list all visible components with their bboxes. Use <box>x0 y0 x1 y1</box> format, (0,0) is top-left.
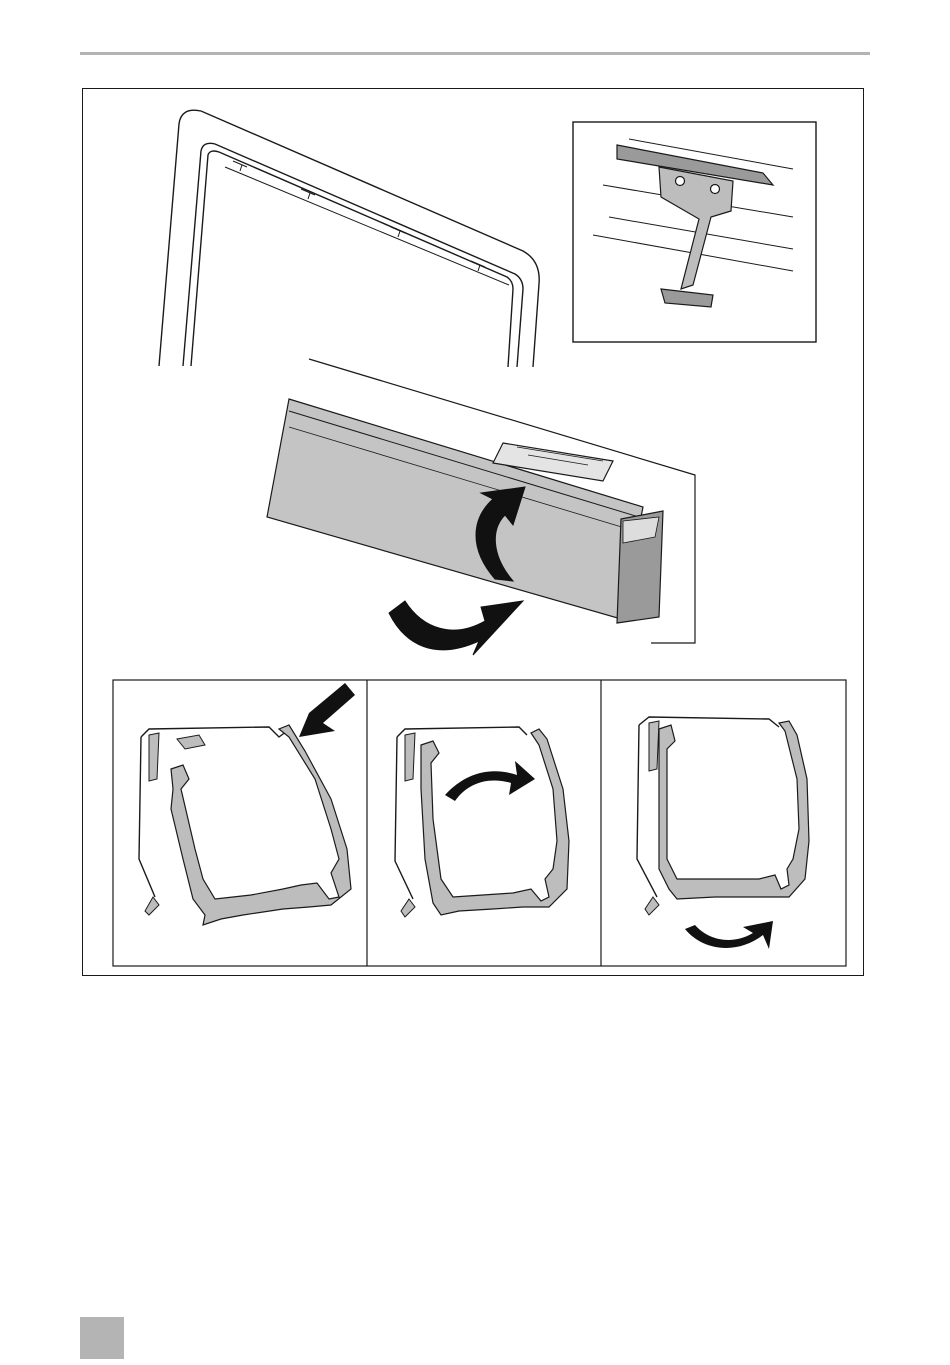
rotate-swing-arrow-icon <box>389 601 523 655</box>
rail-clips <box>233 161 485 271</box>
page-tab <box>80 1317 124 1359</box>
profile-steps-panel <box>113 680 846 966</box>
header-rule <box>80 52 870 55</box>
window-frame-overview <box>159 110 539 367</box>
installation-figure <box>82 88 864 976</box>
awning-housing-attachment <box>267 359 695 655</box>
mounting-bracket-detail <box>573 122 816 342</box>
installation-drawing <box>83 89 865 977</box>
blank-text-area <box>80 1000 870 1300</box>
